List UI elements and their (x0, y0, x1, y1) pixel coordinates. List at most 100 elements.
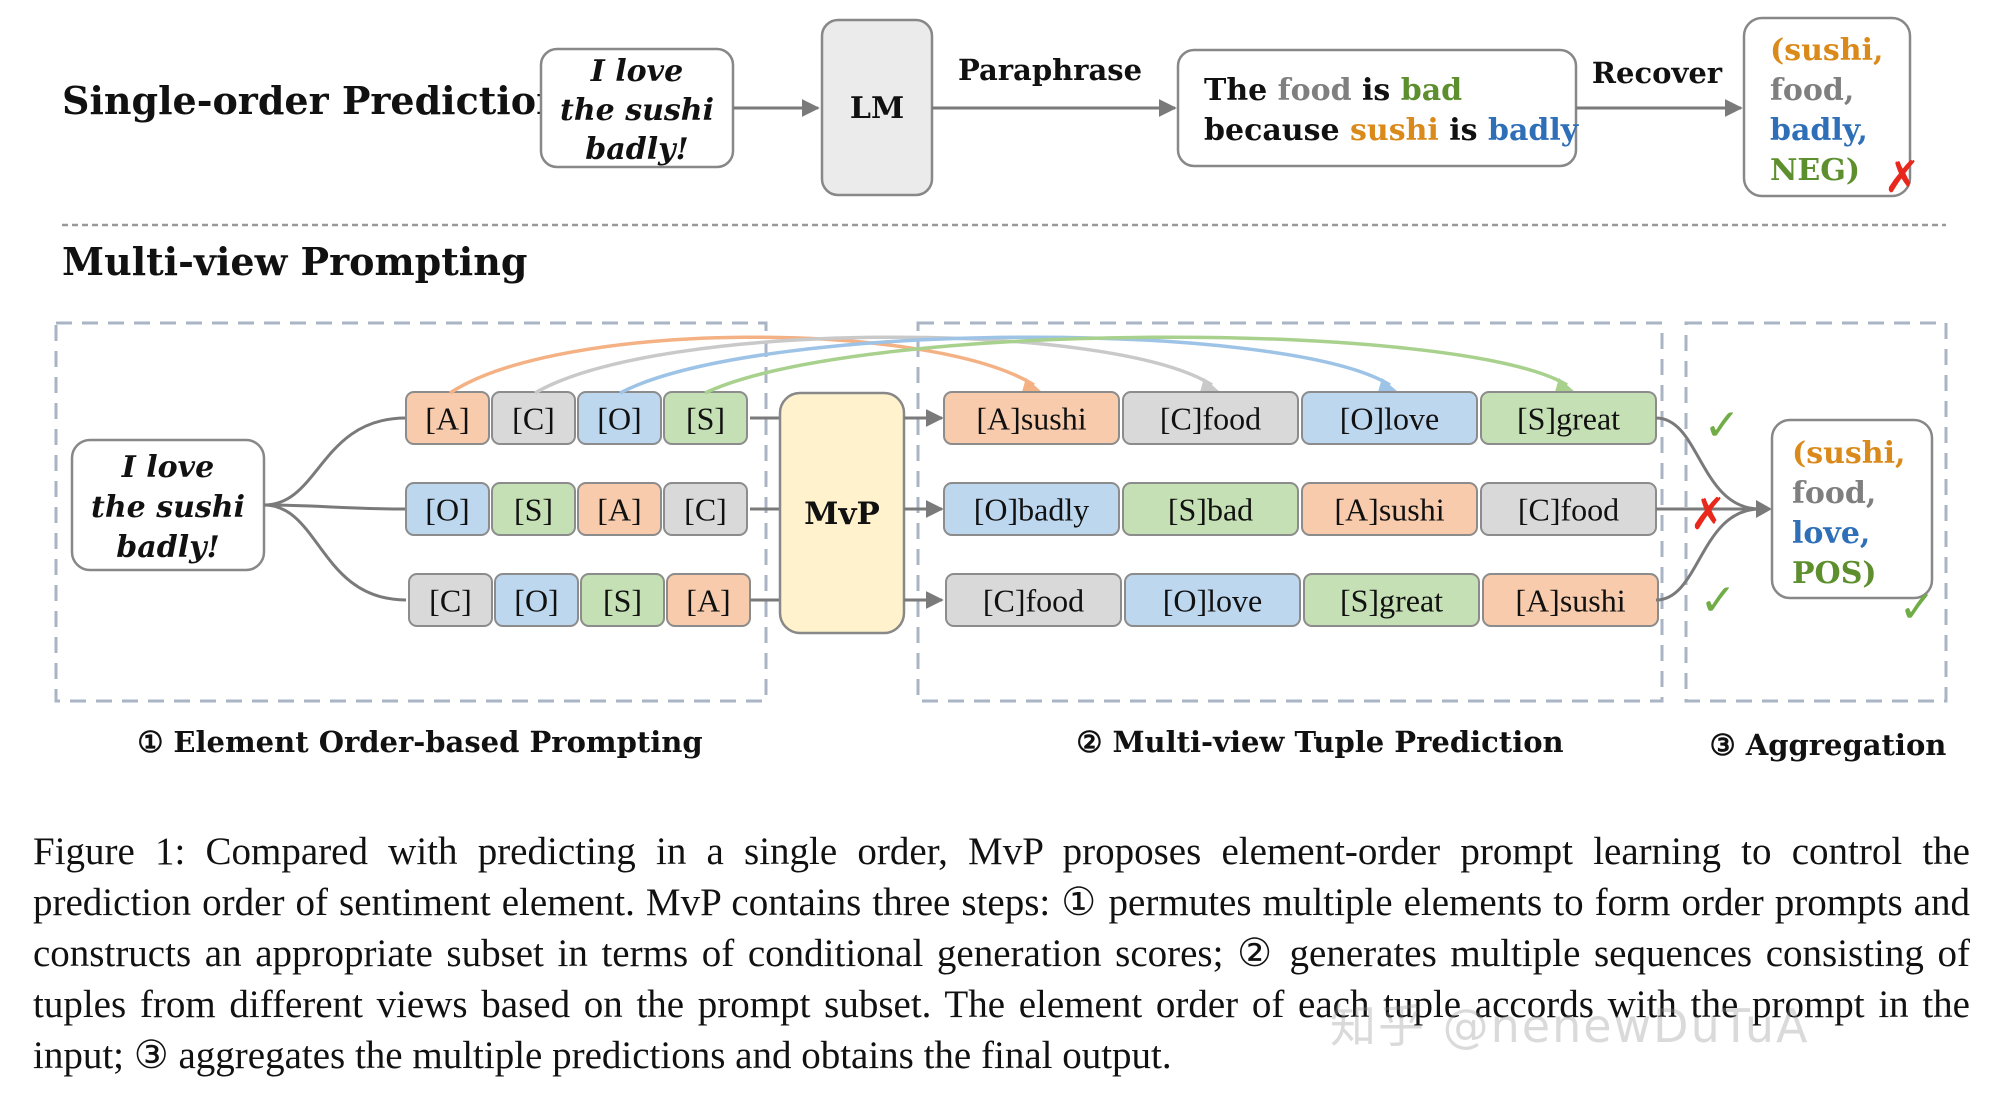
prompt-token-box (491, 482, 576, 536)
prompt-token-box (405, 482, 490, 536)
prompt-token-box (405, 391, 490, 445)
recover-label: Recover (1592, 56, 1723, 90)
figure-caption: Figure 1: Compared with predicting in a … (33, 830, 1970, 1077)
element-order-arcs (449, 335, 1568, 395)
prompt-token-box (494, 573, 579, 627)
input-branches (263, 416, 407, 602)
sentence-segment: because (1204, 113, 1350, 148)
prompt-token-box (577, 482, 662, 536)
prompt-token-box (491, 391, 576, 445)
top-input-line: badly! (585, 132, 688, 167)
mvp-label: MvP (804, 496, 880, 532)
paraphrase-sentence-box (1176, 48, 1578, 168)
arc-sentiment (704, 335, 1568, 395)
sentence-segment: badly (1488, 113, 1580, 148)
top-cross-mark: ✗ (1884, 152, 1921, 203)
row-mark-1: ✓ (1704, 400, 1741, 451)
prediction-tuple-box (1122, 482, 1299, 536)
top-input-text: I love the sushi badly! (560, 54, 714, 167)
arc-arrowheads (1022, 378, 1575, 392)
aggregation-curve (1655, 416, 1761, 511)
sentence-segment: The (1204, 73, 1278, 108)
sentence-segment: food (1278, 73, 1352, 108)
row-marks: ✓ ✗ ✓ (1690, 400, 1741, 626)
mvp-box (778, 391, 906, 635)
prompt-token-box (580, 573, 665, 627)
sentence-segment: is (1352, 73, 1401, 108)
prompt-to-mvp-arrows (750, 416, 780, 602)
paraphrase-sentence-line-2: because sushi is badly (1204, 113, 1580, 148)
prediction-rows: [A]sushi [C]food [O]love [S]great [O]badly [S… (943, 391, 1659, 627)
top-input-line: I love (590, 54, 683, 89)
prompt-token-label: [O] (514, 583, 558, 619)
output-tuple-line: NEG) (1770, 153, 1860, 188)
row-mark-2: ✗ (1690, 489, 1727, 540)
output-tuple-line: love, (1792, 516, 1870, 551)
prompt-token-box (663, 482, 748, 536)
step2-region (916, 321, 1664, 703)
prediction-tuple-label: [C]food (1518, 492, 1619, 528)
mvp-to-prediction-arrows (904, 409, 944, 609)
branch-to-row-2 (263, 503, 407, 511)
prediction-tuple-label: [O]love (1163, 583, 1263, 619)
prediction-tuple-label: [S]great (1340, 583, 1443, 619)
top-output-text: (sushi, food, badly, NEG) (1770, 33, 1883, 188)
prompt-token-label: [C] (429, 583, 472, 619)
watermark: 知乎 @nenewDuTuA (1330, 999, 1810, 1053)
single-order-title: Single-order Prediction (62, 78, 564, 123)
sentence-segment: is (1439, 113, 1488, 148)
prediction-tuple-label: [O]love (1340, 401, 1440, 437)
paraphrase-label: Paraphrase (958, 53, 1142, 87)
prediction-tuple-label: [C]food (1160, 401, 1261, 437)
step-label-2: ② Multi-view Tuple Prediction (1076, 725, 1563, 759)
prediction-tuple-label: [C]food (983, 583, 1084, 619)
top-input-line: the sushi (560, 93, 714, 128)
output-check-mark: ✓ (1899, 582, 1936, 633)
step3-region (1684, 321, 1948, 703)
prompt-token-label: [A] (425, 401, 469, 437)
prompt-token-label: [S] (603, 583, 642, 619)
output-tuple-line: (sushi, (1792, 436, 1905, 471)
prediction-tuple-box (1122, 391, 1299, 445)
prediction-tuple-box (1301, 482, 1478, 536)
branch-to-row-1 (263, 416, 407, 507)
output-tuple-line: (sushi, (1770, 33, 1883, 68)
aggregation-curve (1655, 507, 1761, 602)
arc-arrowhead (1200, 378, 1220, 392)
prompt-token-label: [S] (514, 492, 553, 528)
bottom-output-text: (sushi,food,love,POS) (1792, 436, 1905, 591)
prediction-tuple-label: [S]great (1517, 401, 1620, 437)
prediction-tuple-label: [O]badly (974, 492, 1090, 528)
row-mark-3: ✓ (1700, 575, 1737, 626)
sentence-segment: bad (1401, 73, 1462, 108)
aggregation-arrowhead (1756, 500, 1772, 518)
prompt-token-box (408, 573, 493, 627)
arc-opinion (619, 335, 1391, 395)
prediction-tuple-label: [A]sushi (976, 401, 1086, 437)
top-output-box (1742, 16, 1912, 198)
prompt-rows: [A][C][O][S][O][S][A][C][C][O][S][A] (405, 391, 751, 627)
output-tuple-line: food, (1770, 73, 1854, 108)
prediction-tuple-box (1301, 391, 1478, 445)
output-tuple-line: badly, (1770, 113, 1868, 148)
arc-arrowhead (1022, 378, 1042, 392)
prediction-tuple-box (1124, 573, 1301, 627)
prompt-token-label: [C] (684, 492, 727, 528)
prompt-token-label: [A] (686, 583, 730, 619)
lm-label: LM (850, 91, 904, 126)
prompt-token-label: [A] (597, 492, 641, 528)
prediction-tuple-box (945, 573, 1122, 627)
multi-view-title: Multi-view Prompting (62, 239, 527, 284)
prediction-tuple-box (943, 482, 1120, 536)
prompt-token-label: [O] (597, 401, 641, 437)
bottom-input-line: I love (121, 450, 214, 485)
step1-region (54, 321, 768, 703)
arc-category (534, 335, 1213, 395)
arc-aspect (449, 335, 1035, 395)
bottom-input-line: badly! (116, 530, 219, 565)
prediction-tuple-label: [S]bad (1168, 492, 1253, 528)
prompt-token-label: [C] (512, 401, 555, 437)
output-tuple-line: POS) (1792, 556, 1877, 591)
paraphrase-sentence-line-1: The food is bad (1204, 73, 1462, 108)
